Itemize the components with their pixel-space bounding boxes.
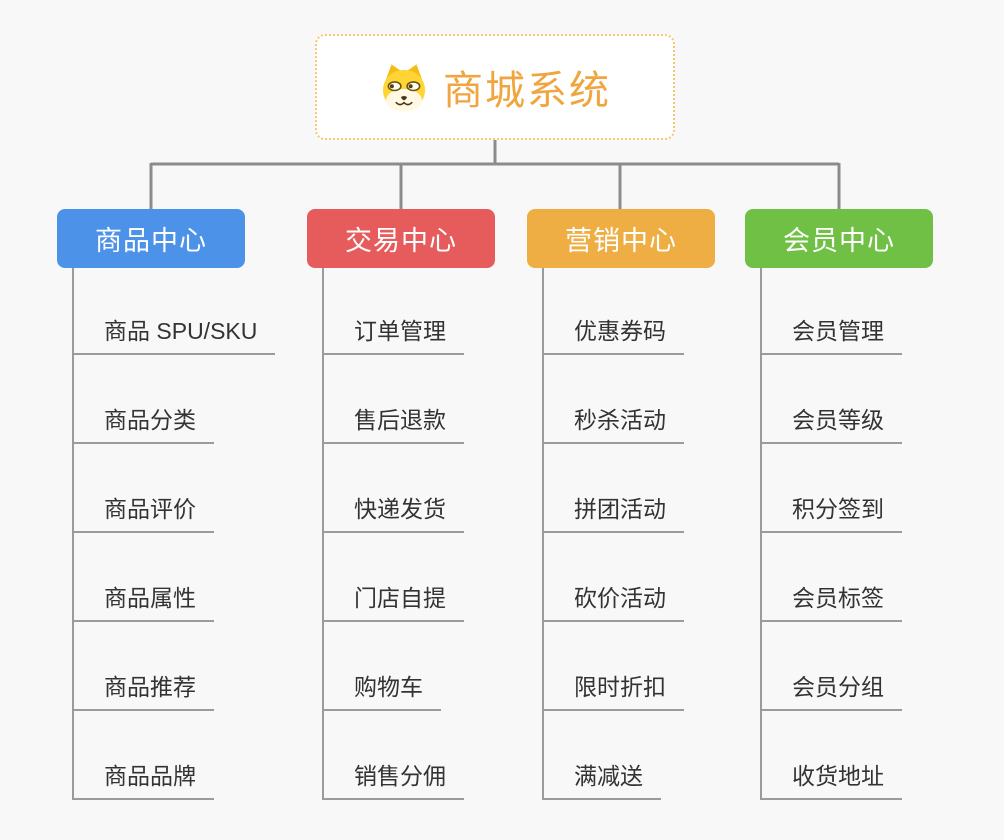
child-topic-label: 商品品牌 [104,763,196,789]
root-topic-label: 商城系统 [443,69,611,113]
child-topic-label: 购物车 [354,674,423,700]
root-topic[interactable]: 商城系统 [315,34,675,140]
child-topic[interactable]: 收货地址 [760,754,902,800]
branch-topic-0[interactable]: 商品中心 [57,209,245,268]
child-topic[interactable]: 门店自提 [322,576,464,622]
child-topic[interactable]: 会员分组 [760,665,902,711]
branch-trunk-line [322,268,324,800]
child-topic-label: 积分签到 [792,496,884,522]
child-topic[interactable]: 砍价活动 [542,576,684,622]
child-topic-label: 会员标签 [792,585,884,611]
child-topic[interactable]: 会员等级 [760,398,902,444]
child-topic-label: 商品分类 [104,407,196,433]
child-topic-label: 限时折扣 [574,674,666,700]
child-topic[interactable]: 满减送 [542,754,661,800]
child-topic[interactable]: 订单管理 [322,309,464,355]
child-topic[interactable]: 商品品牌 [72,754,214,800]
child-topic[interactable]: 销售分佣 [322,754,464,800]
child-topic-label: 会员等级 [792,407,884,433]
branch-topic-label: 商品中心 [95,226,207,256]
child-topic[interactable]: 优惠券码 [542,309,684,355]
child-topic-label: 销售分佣 [354,763,446,789]
branch-topic-1[interactable]: 交易中心 [307,209,495,268]
child-topic-label: 拼团活动 [574,496,666,522]
child-topic[interactable]: 快递发货 [322,487,464,533]
child-topic-label: 会员分组 [792,674,884,700]
child-topic[interactable]: 秒杀活动 [542,398,684,444]
child-topic[interactable]: 拼团活动 [542,487,684,533]
child-topic-label: 快递发货 [354,496,446,522]
child-topic-label: 商品评价 [104,496,196,522]
child-topic[interactable]: 商品 SPU/SKU [72,309,276,355]
child-topic-label: 优惠券码 [574,318,666,344]
child-topic-label: 商品推荐 [104,674,196,700]
branch-topic-2[interactable]: 营销中心 [527,209,715,268]
branch-trunk-line [72,268,74,800]
child-topic-label: 秒杀活动 [574,407,666,433]
child-topic[interactable]: 会员管理 [760,309,902,355]
doge-icon [382,64,426,112]
child-topic[interactable]: 限时折扣 [542,665,684,711]
child-topic-label: 订单管理 [354,318,446,344]
child-topic-label: 商品属性 [104,585,196,611]
branch-topic-label: 会员中心 [783,226,895,256]
child-topic[interactable]: 会员标签 [760,576,902,622]
child-topic[interactable]: 商品属性 [72,576,214,622]
child-topic[interactable]: 商品评价 [72,487,214,533]
child-topic[interactable]: 商品推荐 [72,665,214,711]
child-topic-label: 售后退款 [354,407,446,433]
branch-trunk-line [542,268,544,800]
child-topic-label: 收货地址 [792,763,884,789]
child-topic-label: 砍价活动 [574,585,666,611]
child-topic-label: 会员管理 [792,318,884,344]
child-topic-label: 满减送 [574,763,643,789]
child-topic-label: 商品 SPU/SKU [104,318,258,344]
branch-topic-label: 营销中心 [565,226,677,256]
child-topic[interactable]: 积分签到 [760,487,902,533]
child-topic-label: 门店自提 [354,585,446,611]
child-topic[interactable]: 商品分类 [72,398,214,444]
branch-topic-3[interactable]: 会员中心 [745,209,933,268]
branch-trunk-line [760,268,762,800]
child-topic[interactable]: 售后退款 [322,398,464,444]
child-topic[interactable]: 购物车 [322,665,441,711]
branch-topic-label: 交易中心 [345,226,457,256]
